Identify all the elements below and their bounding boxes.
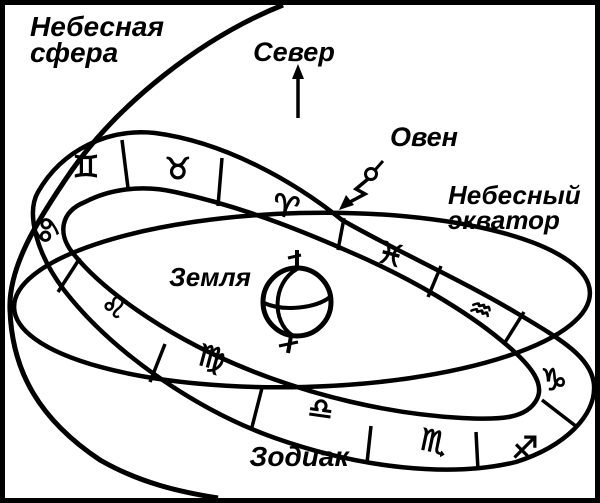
celestial-sphere-label-line1: Небесная bbox=[30, 11, 164, 42]
celestial-equator-ellipse bbox=[11, 210, 593, 390]
zodiac-segment-divider bbox=[120, 139, 130, 189]
aries-label: Овен bbox=[390, 122, 458, 152]
zodiac-segment-divider bbox=[502, 311, 526, 345]
zodiac-segment-dividers bbox=[56, 139, 579, 471]
zodiac-segment-divider bbox=[336, 217, 346, 251]
earth-axis-bottom-tick bbox=[278, 340, 299, 348]
vernal-arrow-head-icon bbox=[339, 195, 354, 210]
earth-globe bbox=[260, 250, 334, 354]
zodiac-glyph-capricorn-icon: ♑ bbox=[541, 363, 568, 398]
north-arrow bbox=[292, 64, 304, 118]
zodiac-segment-divider bbox=[426, 265, 443, 298]
earth-axis-top-tick bbox=[287, 253, 302, 260]
zodiac-segment-divider bbox=[365, 425, 373, 464]
zodiac-glyph-taurus-icon: ♉ bbox=[165, 152, 192, 187]
celestial-equator-label-line1: Небесный bbox=[448, 180, 581, 210]
zodiac-segment-divider bbox=[148, 343, 167, 383]
earth-equator-line bbox=[263, 295, 332, 310]
zodiac-glyph-libra-icon: ♎ bbox=[306, 390, 335, 426]
zodiac-segment-divider bbox=[540, 398, 579, 429]
earth-meridian bbox=[275, 267, 299, 337]
vernal-arrow-curl-icon bbox=[364, 167, 378, 181]
zodiac-segment-divider bbox=[216, 157, 224, 207]
zodiac-segment-divider bbox=[56, 257, 82, 293]
north-arrow-head-icon bbox=[292, 64, 304, 79]
zodiac-segment-divider bbox=[474, 431, 480, 471]
zodiac-glyph-sagittarius-icon: ♐ bbox=[512, 431, 539, 466]
vernal-arrow-zigzag bbox=[347, 177, 370, 205]
vernal-equinox-arrow bbox=[339, 160, 385, 210]
celestial-sphere-label-line2: сфера bbox=[30, 37, 118, 68]
vernal-arrow-curl-tail bbox=[373, 160, 385, 171]
earth-label: Земля bbox=[169, 262, 251, 292]
zodiac-label: Зодиак bbox=[249, 441, 350, 472]
north-label: Север bbox=[253, 37, 335, 67]
zodiac-segment-divider bbox=[250, 387, 264, 428]
celestial-equator-label-line2: экватор bbox=[448, 205, 560, 235]
celestial-sphere-arc bbox=[7, 2, 284, 501]
